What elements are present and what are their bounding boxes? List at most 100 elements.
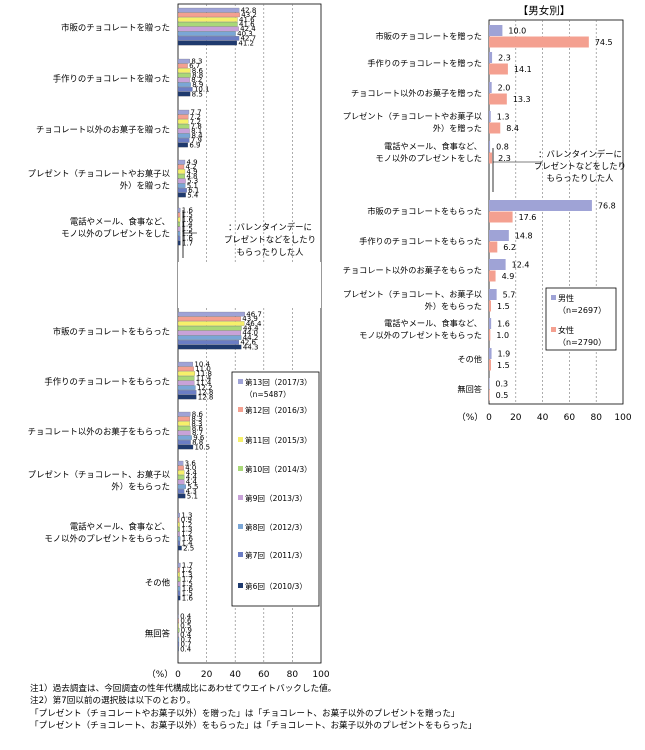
bar xyxy=(177,512,180,518)
data-label: 1.3 xyxy=(181,511,192,519)
annotation-text: ：バレンタインデーに xyxy=(538,149,622,159)
data-label: 4.9 xyxy=(502,272,515,281)
bar xyxy=(177,430,191,436)
data-label: 76.8 xyxy=(598,202,616,211)
x-tick-label: 80 xyxy=(287,670,299,680)
data-label: 46.7 xyxy=(246,310,262,318)
category-label: プレゼント（チョコレートやお菓子以 xyxy=(343,111,482,121)
bar xyxy=(177,618,179,624)
bar-female xyxy=(489,300,492,312)
bar-female xyxy=(489,36,589,48)
bar-male xyxy=(489,141,491,152)
bar xyxy=(177,517,180,523)
bar xyxy=(177,36,240,41)
bar xyxy=(177,169,186,174)
bar xyxy=(177,567,180,573)
bar xyxy=(177,87,193,92)
bar xyxy=(177,119,189,124)
category-label: 電話やメール、食事など、 xyxy=(384,318,482,328)
bar xyxy=(177,390,197,395)
bar xyxy=(177,595,181,601)
bar xyxy=(177,123,190,129)
bar xyxy=(177,522,180,527)
bar xyxy=(177,470,185,475)
bar xyxy=(177,321,245,326)
data-label: 1.3 xyxy=(181,571,192,579)
data-label: 1.9 xyxy=(498,350,511,359)
data-label: 4.0 xyxy=(185,464,196,472)
bar xyxy=(177,17,238,22)
data-label: 1.5 xyxy=(182,230,193,238)
data-label: 2.3 xyxy=(498,154,511,163)
category-label: 外）をもらった xyxy=(111,481,170,491)
category-label: 手作りのチョコレートをもらった xyxy=(44,376,170,386)
bar xyxy=(177,591,181,596)
bar xyxy=(177,311,245,317)
data-label: 1.2 xyxy=(181,521,192,529)
legend-swatch xyxy=(238,552,243,557)
category-label: チョコレート以外のお菓子を贈った xyxy=(36,124,170,134)
data-label: 44.2 xyxy=(243,334,259,342)
data-label: 0.7 xyxy=(181,641,192,649)
bar xyxy=(177,444,194,450)
data-label: 2.0 xyxy=(498,84,511,93)
category-label: 無回答 xyxy=(145,628,171,638)
bar xyxy=(177,479,185,485)
bar xyxy=(177,159,186,165)
legend-label: 女性 xyxy=(558,325,574,335)
data-label: 44.4 xyxy=(243,325,259,333)
data-label: 46.4 xyxy=(246,320,262,328)
category-label: チョコレート以外のお菓子を贈った xyxy=(351,88,482,98)
data-label: 43.2 xyxy=(241,11,257,19)
category-label: 電話やメール、食事など、 xyxy=(384,141,482,151)
data-label: 0.9 xyxy=(181,627,192,635)
bar xyxy=(177,188,187,193)
data-label: 11.4 xyxy=(196,379,212,387)
category-label: 電話やメール、食事など、 xyxy=(70,521,170,531)
legend-label: 第13回（2017/3） xyxy=(245,377,312,387)
bar xyxy=(177,642,180,647)
annotation-text: プレゼントなどをしたり xyxy=(224,235,316,245)
data-label: 12.8 xyxy=(198,393,214,401)
bar-female xyxy=(489,359,492,371)
bar-male xyxy=(489,289,497,300)
bar xyxy=(177,12,240,18)
data-label: 1.6 xyxy=(182,594,194,602)
legend-swatch xyxy=(238,495,243,500)
bar xyxy=(177,109,190,115)
legend-label: （n=2790） xyxy=(558,338,606,347)
bar xyxy=(177,637,180,642)
bar xyxy=(177,576,181,582)
category-label: 手作りのチョコレートをもらった xyxy=(359,236,482,246)
data-label: 4.4 xyxy=(186,478,198,486)
bar xyxy=(177,58,190,64)
data-label: 8.9 xyxy=(192,81,203,89)
data-label: 1.3 xyxy=(181,526,192,534)
x-tick-label: 20 xyxy=(510,413,522,423)
data-label: 10.5 xyxy=(195,443,211,451)
data-label: 0.7 xyxy=(181,636,192,644)
bar xyxy=(177,114,189,120)
legend-label: （n=5487） xyxy=(245,390,291,399)
category-label: 市販のチョコレートを贈った xyxy=(61,22,170,32)
bar-female xyxy=(489,93,507,105)
data-label: 1.6 xyxy=(182,216,194,224)
bar xyxy=(177,562,181,568)
data-label: 74.5 xyxy=(595,38,613,47)
bar-male xyxy=(489,52,493,63)
x-tick-label: 80 xyxy=(590,413,602,423)
data-label: 4.8 xyxy=(186,173,197,181)
bar xyxy=(177,31,236,36)
data-label: 1.6 xyxy=(182,585,194,593)
data-label: 13.3 xyxy=(513,95,531,104)
bar xyxy=(177,646,179,652)
category-label: チョコレート以外のお菓子をもらった xyxy=(28,426,170,436)
data-label: 14.8 xyxy=(515,232,533,241)
bar xyxy=(177,371,195,376)
data-label: 1.6 xyxy=(182,206,194,214)
data-label: 14.1 xyxy=(514,65,532,74)
data-label: 0.5 xyxy=(180,622,191,630)
category-label: 市販のチョコレートを贈った xyxy=(376,31,482,41)
legend-swatch xyxy=(238,407,243,412)
